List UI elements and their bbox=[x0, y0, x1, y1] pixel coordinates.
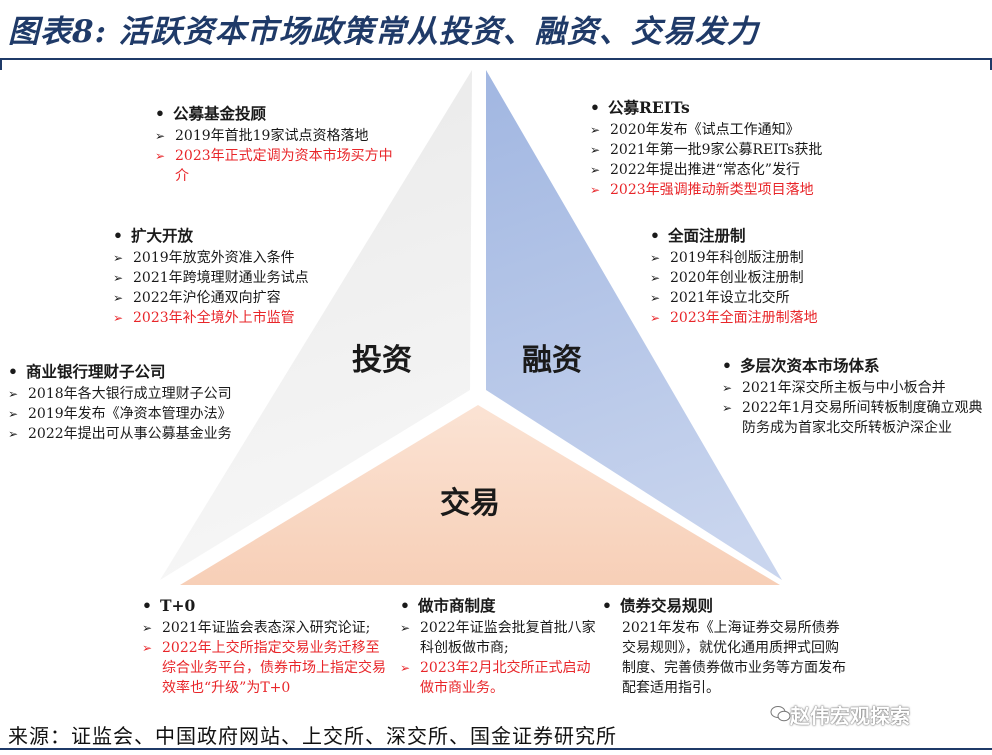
list-item: 2022年提出推进“常态化”发行 bbox=[590, 160, 860, 180]
list-item: 2021年设立北交所 bbox=[650, 288, 870, 308]
section-label-finance: 融资 bbox=[522, 343, 582, 378]
block-heading: 公募REITs bbox=[608, 98, 690, 117]
block-heading: T+0 bbox=[160, 596, 196, 615]
block-fund-advisory: •公募基金投顾 2019年首批19家试点资格落地 2023年正式定调为资本市场买… bbox=[155, 104, 405, 186]
list-item: 2023年全面注册制落地 bbox=[650, 308, 870, 328]
list-item: 2021年第一批9家公募REITs获批 bbox=[590, 140, 860, 160]
list-item: 2022年1月交易所间转板制度确立观典防务成为首家北交所转板沪深企业 bbox=[722, 398, 984, 438]
finance-segment bbox=[486, 70, 782, 580]
block-opening-up: •扩大开放 2019年放宽外资准入条件 2021年跨境理财通业务试点 2022年… bbox=[113, 226, 343, 328]
block-bond-rules: •债券交易规则 2021年发布《上海证券交易所债券交易规则》，就优化通用质押式回… bbox=[602, 596, 852, 698]
block-heading: 全面注册制 bbox=[668, 226, 746, 245]
block-heading: 扩大开放 bbox=[131, 226, 194, 245]
list-item: 2019年发布《净资本管理办法》 bbox=[8, 404, 268, 424]
list-item: 2022年沪伦通双向扩容 bbox=[113, 288, 343, 308]
list-item: 2019年首批19家试点资格落地 bbox=[155, 126, 405, 146]
block-multi-tier: •多层次资本市场体系 2021年深交所主板与中小板合并 2022年1月交易所间转… bbox=[722, 356, 984, 438]
block-heading: 债券交易规则 bbox=[620, 596, 714, 615]
list-item: 2023年强调推动新类型项目落地 bbox=[590, 180, 860, 200]
list-item: 2023年补全境外上市监管 bbox=[113, 308, 343, 328]
list-item: 2020年发布《试点工作通知》 bbox=[590, 120, 860, 140]
list-item: 2019年科创版注册制 bbox=[650, 248, 870, 268]
list-item: 2021年深交所主板与中小板合并 bbox=[722, 378, 984, 398]
figure-title: 图表8: 活跃资本市场政策常从投资、融资、交易发力 bbox=[8, 14, 759, 50]
block-heading: 做市商制度 bbox=[418, 596, 496, 615]
source-note: 来源：证监会、中国政府网站、上交所、深交所、国金证券研究所 bbox=[8, 724, 617, 748]
list-item: 2021年跨境理财通业务试点 bbox=[113, 268, 343, 288]
list-item: 2022年提出可从事公募基金业务 bbox=[8, 424, 268, 444]
trade-segment bbox=[180, 405, 780, 585]
list-item: 2018年各大银行成立理财子公司 bbox=[8, 384, 268, 404]
section-label-invest: 投资 bbox=[352, 343, 412, 378]
list-item: 2021年证监会表态深入研究论证; bbox=[142, 618, 392, 638]
block-market-maker: •做市商制度 2022年证监会批复首批八家科创板做市商; 2023年2月北交所正… bbox=[400, 596, 600, 698]
wechat-icon bbox=[770, 706, 791, 722]
list-item: 2019年放宽外资准入条件 bbox=[113, 248, 343, 268]
list-item: 2022年证监会批复首批八家科创板做市商; bbox=[400, 618, 600, 658]
block-reits: •公募REITs 2020年发布《试点工作通知》 2021年第一批9家公募REI… bbox=[590, 98, 860, 200]
block-heading: 多层次资本市场体系 bbox=[740, 356, 880, 375]
watermark: 赵伟宏观探索 bbox=[790, 704, 910, 728]
title-divider bbox=[0, 58, 992, 70]
source-divider bbox=[0, 748, 992, 750]
block-bank-wealth: •商业银行理财子公司 2018年各大银行成立理财子公司 2019年发布《净资本管… bbox=[8, 362, 268, 444]
block-t-plus-0: •T+0 2021年证监会表态深入研究论证; 2022年上交所指定交易业务迁移至… bbox=[142, 596, 392, 698]
list-item: 2022年上交所指定交易业务迁移至综合业务平台，债券市场上指定交易效率也“升级”… bbox=[142, 638, 392, 698]
block-body: 2021年发布《上海证券交易所债券交易规则》，就优化通用质押式回购制度、完善债券… bbox=[622, 620, 846, 696]
list-item: 2023年正式定调为资本市场买方中介 bbox=[155, 146, 405, 186]
list-item: 2023年2月北交所正式启动做市商业务。 bbox=[400, 658, 600, 698]
block-registration: •全面注册制 2019年科创版注册制 2020年创业板注册制 2021年设立北交… bbox=[650, 226, 870, 328]
section-label-trade: 交易 bbox=[440, 486, 500, 521]
block-heading: 商业银行理财子公司 bbox=[26, 362, 166, 381]
block-heading: 公募基金投顾 bbox=[173, 104, 267, 123]
list-item: 2020年创业板注册制 bbox=[650, 268, 870, 288]
